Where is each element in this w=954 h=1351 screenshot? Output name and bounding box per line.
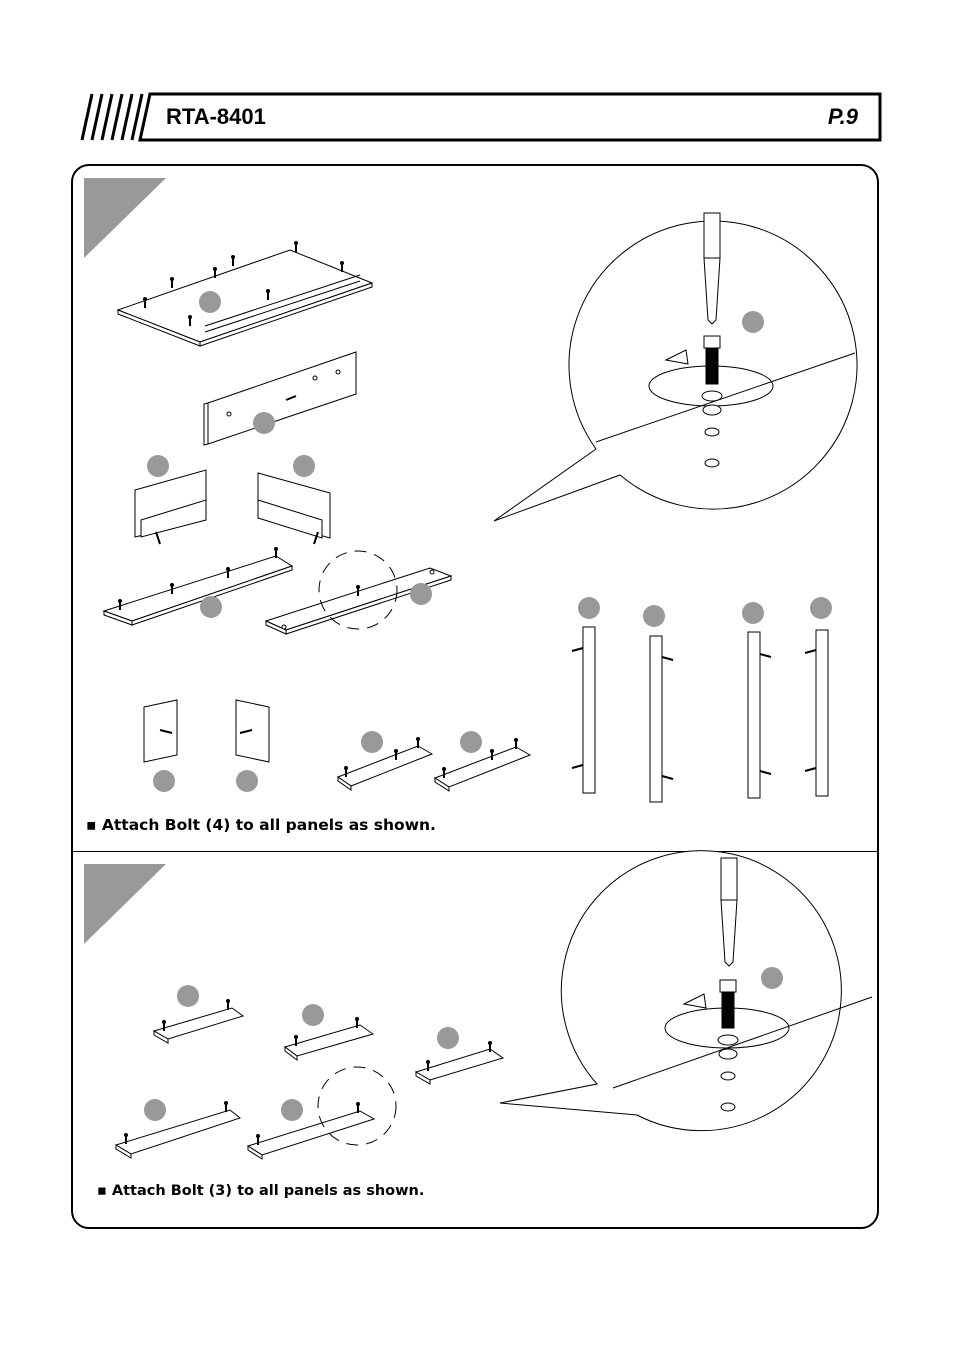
part-number-badge-icon	[810, 597, 832, 619]
step1-corner-marker	[84, 178, 166, 258]
page-number: P.9	[827, 104, 858, 129]
step2-corner-marker	[84, 864, 166, 944]
back-panel-drawing	[203, 351, 357, 446]
header-stripes-icon	[80, 93, 144, 141]
small-shelf-left-drawing	[336, 736, 434, 791]
part-number-badge-icon	[361, 731, 383, 753]
part-number-badge-icon	[293, 455, 315, 477]
part-number-badge-icon	[253, 412, 275, 434]
part-number-badge-icon	[236, 770, 258, 792]
cam-bolt-icon	[717, 979, 739, 1081]
side-panel-right-drawing	[257, 472, 331, 545]
detail-callout-circle	[317, 1066, 397, 1146]
bolt-detail-magnifier-2	[499, 850, 873, 1132]
part-number-badge-icon	[578, 597, 600, 619]
detail-callout-circle	[318, 550, 398, 630]
part-number-badge-icon	[761, 967, 783, 989]
small-panel-left-drawing	[143, 699, 178, 763]
bottom-panel-left-drawing	[102, 546, 294, 626]
rotation-arrow-icon	[682, 993, 707, 1009]
top-panel-drawing	[116, 240, 374, 347]
model-number: RTA-8401	[166, 104, 266, 129]
instruction-panel	[71, 164, 879, 1229]
step2-caption: ▪ Attach Bolt (3) to all panels as shown…	[97, 1183, 425, 1199]
screwdriver-icon	[720, 857, 738, 901]
part-number-badge-icon	[177, 985, 199, 1007]
part-number-badge-icon	[460, 731, 482, 753]
rotation-arrow-icon	[664, 349, 689, 365]
header-frame	[80, 92, 882, 142]
part-number-badge-icon	[742, 311, 764, 333]
small-panel-right-drawing	[235, 699, 270, 763]
cam-bolt-icon	[701, 335, 723, 437]
part-number-badge-icon	[437, 1027, 459, 1049]
part-number-badge-icon	[153, 770, 175, 792]
part-number-badge-icon	[281, 1099, 303, 1121]
page-header: RTA-8401 P.9	[70, 92, 882, 142]
part-number-badge-icon	[200, 596, 222, 618]
part-number-badge-icon	[643, 605, 665, 627]
step1-caption: ▪ Attach Bolt (4) to all panels as shown…	[86, 816, 436, 834]
leg-drawings	[571, 626, 829, 803]
part-number-badge-icon	[742, 602, 764, 624]
side-panel-left-drawing	[134, 469, 207, 545]
small-shelf-right-drawing	[433, 737, 532, 792]
part-number-badge-icon	[410, 583, 432, 605]
bottom-panel-right-drawing	[264, 567, 453, 635]
part-number-badge-icon	[302, 1004, 324, 1026]
step-divider	[71, 851, 879, 852]
shelf-drawings-step2	[114, 998, 505, 1160]
part-number-badge-icon	[199, 291, 221, 313]
part-number-badge-icon	[147, 455, 169, 477]
part-number-badge-icon	[144, 1099, 166, 1121]
screwdriver-icon	[703, 212, 721, 259]
bolt-detail-magnifier	[493, 212, 858, 522]
